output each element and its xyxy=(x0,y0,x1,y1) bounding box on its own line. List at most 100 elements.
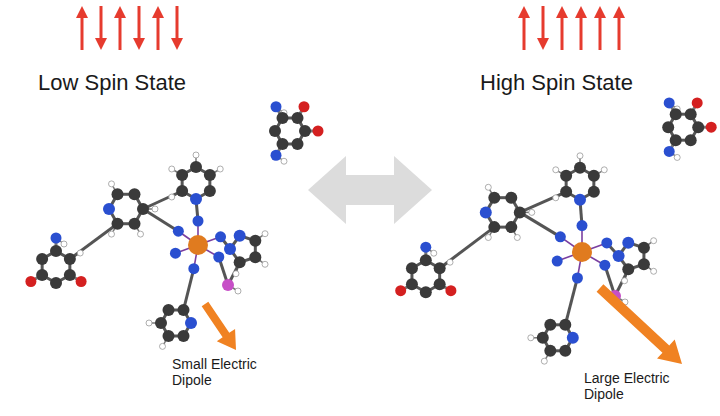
hydrogen-atom xyxy=(146,320,152,326)
ring-atom xyxy=(185,317,197,329)
ring-atom xyxy=(176,169,188,181)
ring-atom xyxy=(36,253,48,265)
nitrogen-atom xyxy=(555,231,566,242)
ring-atom xyxy=(420,254,432,266)
bond xyxy=(440,227,495,268)
bond xyxy=(520,192,566,213)
ring-atom xyxy=(685,134,697,146)
ring-atom xyxy=(163,330,175,342)
ring-atom xyxy=(112,188,124,200)
hydrogen-atom xyxy=(541,358,547,364)
ring-atom xyxy=(50,277,62,289)
ring-atom xyxy=(544,345,556,357)
ring-atom xyxy=(155,317,167,329)
ring-atom xyxy=(299,125,311,137)
ring-atom xyxy=(560,170,572,182)
hydrogen-atom xyxy=(235,288,241,294)
nitrogen-atom xyxy=(213,252,224,263)
ring-atom xyxy=(277,112,289,124)
ring-atom xyxy=(560,186,572,198)
spin-head xyxy=(76,6,88,18)
nitrogen-atom xyxy=(577,220,588,231)
bond xyxy=(520,212,561,236)
dipole-label: Small Electric Dipole xyxy=(172,356,272,388)
bond xyxy=(70,224,118,259)
ring-atom xyxy=(662,121,674,133)
atoms xyxy=(395,97,717,364)
boron-atom xyxy=(222,279,234,291)
bond xyxy=(143,209,178,231)
ring-atom xyxy=(64,269,76,281)
ring-atom xyxy=(670,134,682,146)
hydrogen-atom xyxy=(262,231,268,237)
hydrogen-atom xyxy=(485,235,491,241)
spin-head xyxy=(594,6,606,18)
ring-atom xyxy=(204,169,216,181)
ring-atom xyxy=(638,242,650,254)
hydrogen-atom xyxy=(622,278,628,284)
ring-atom xyxy=(685,108,697,120)
substituent-atom xyxy=(299,101,310,112)
ring-atom xyxy=(588,186,600,198)
state-label: High Spin State xyxy=(480,70,633,95)
ring-atom xyxy=(692,121,704,133)
substituent-atom xyxy=(271,101,282,112)
spin-shaft xyxy=(100,6,103,42)
ring-atom xyxy=(292,112,304,124)
molecule xyxy=(395,97,717,364)
hydrogen-atom xyxy=(169,166,175,172)
ring-atom xyxy=(406,262,418,274)
spin-head xyxy=(537,38,549,50)
hydrogen-atom xyxy=(138,231,144,237)
nitrogen-atom xyxy=(215,231,226,242)
hydrogen-atom xyxy=(233,271,239,277)
ring-atom xyxy=(292,138,304,150)
ring-atom xyxy=(64,253,76,265)
ring-atom xyxy=(112,218,124,230)
ring-atom xyxy=(567,332,579,344)
ring-atom xyxy=(434,262,446,274)
hydrogen-atom xyxy=(431,250,437,256)
nitrogen-atom xyxy=(188,263,199,274)
nitrogen-atom xyxy=(170,248,181,259)
spin-head xyxy=(613,6,625,18)
hydrogen-atom xyxy=(485,184,491,190)
dipole-label: Large Electric Dipole xyxy=(584,370,684,402)
bond xyxy=(565,278,577,325)
ring-atom xyxy=(420,286,432,298)
ring-atom xyxy=(36,269,48,281)
substituent-atom xyxy=(395,285,406,296)
hydrogen-atom xyxy=(651,268,657,274)
substituent-atom xyxy=(420,242,431,253)
substituent-atom xyxy=(664,97,675,108)
substituent-atom xyxy=(25,276,36,287)
spin-shaft xyxy=(542,6,545,42)
ring-atom xyxy=(613,250,625,262)
iron-atom xyxy=(572,242,592,262)
ring-atom xyxy=(129,218,141,230)
substituent-atom xyxy=(445,285,456,296)
nitrogen-atom xyxy=(173,226,184,237)
hydrogen-atom xyxy=(447,259,453,265)
dipole-arrow-large xyxy=(597,284,682,364)
spin-head xyxy=(556,6,568,18)
hydrogen-atom xyxy=(651,238,657,244)
spin-head xyxy=(152,6,164,18)
spin-shaft xyxy=(618,14,621,50)
ring-atom xyxy=(537,332,549,344)
ring-atom xyxy=(559,345,571,357)
spin-arrows xyxy=(518,6,625,50)
ring-atom xyxy=(434,278,446,290)
hydrogen-atom xyxy=(109,181,115,187)
nitrogen-atom xyxy=(552,256,563,267)
ring-atom xyxy=(480,206,492,218)
substituent-atom xyxy=(664,146,675,157)
equilibrium-arrow xyxy=(308,156,432,224)
ring-atom xyxy=(638,258,650,270)
substituent-atom xyxy=(692,97,703,108)
spin-shaft xyxy=(157,14,160,50)
hydrogen-atom xyxy=(528,335,534,341)
bonds xyxy=(401,103,712,361)
substituent-atom xyxy=(51,233,62,244)
